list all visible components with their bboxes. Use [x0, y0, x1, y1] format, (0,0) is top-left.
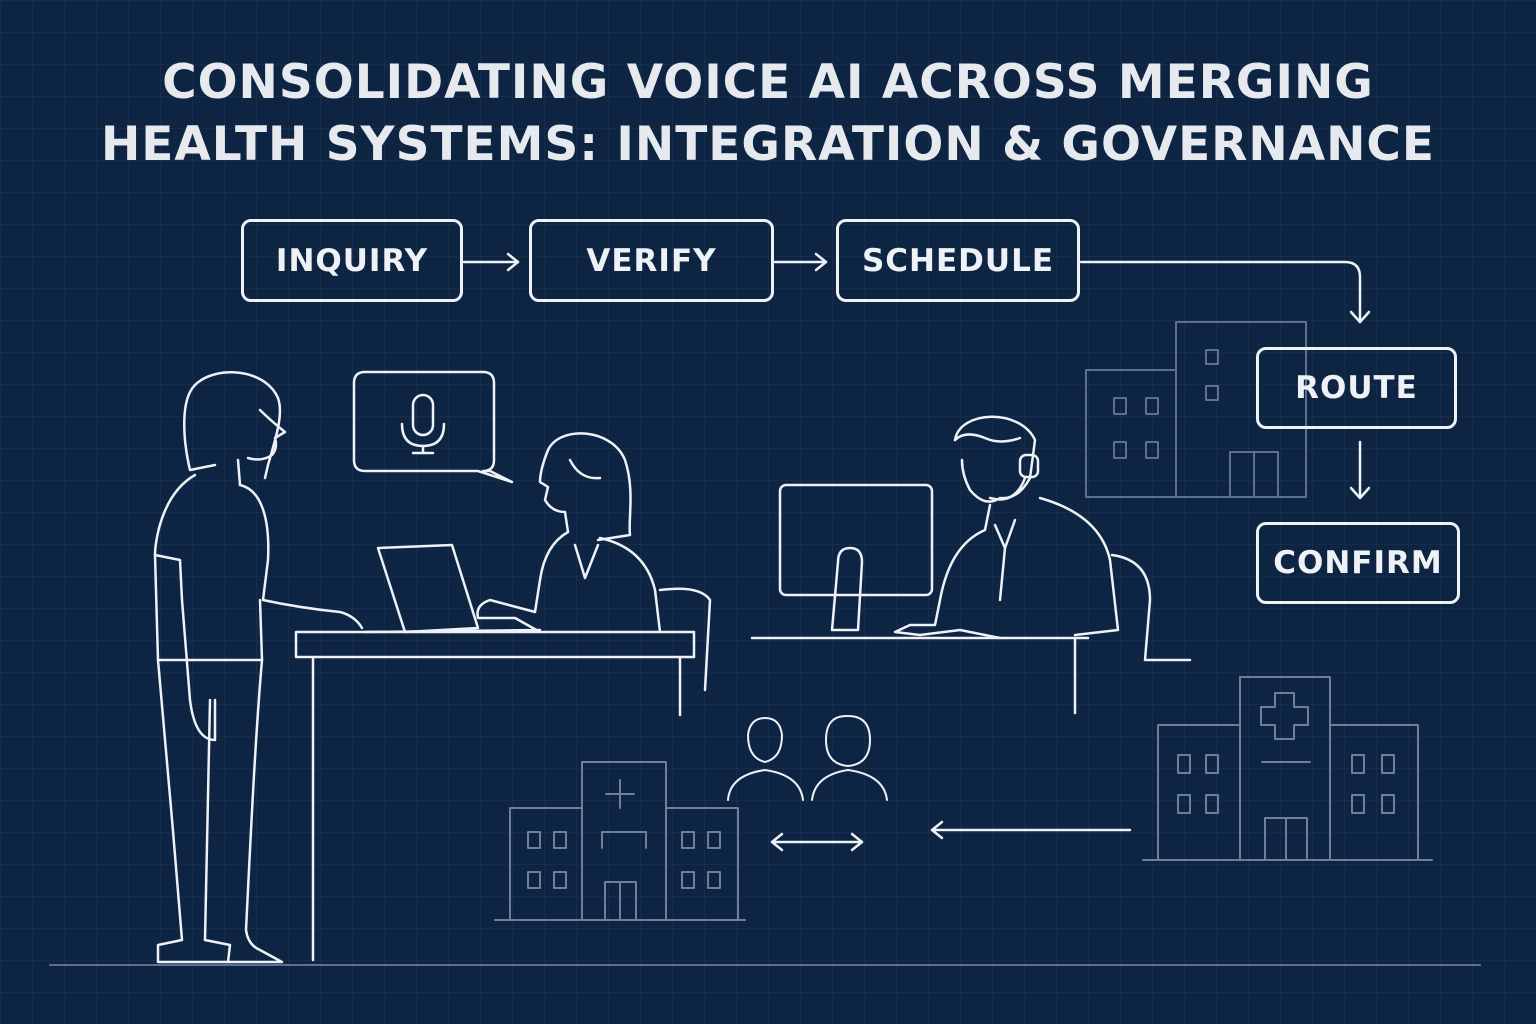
two-people-icon [727, 714, 888, 801]
receptionist-figure [476, 432, 712, 692]
title-line-1: CONSOLIDATING VOICE AI ACROSS MERGING [162, 55, 1374, 110]
arrow-schedule-to-route [1079, 260, 1371, 324]
workflow-step-verify: VERIFY [529, 219, 774, 302]
microphone-icon [400, 393, 446, 455]
left-arrow [930, 820, 1132, 840]
arrow-inquiry-to-verify [462, 252, 520, 272]
hospital-building-lower-right [1142, 676, 1433, 861]
arrow-route-to-confirm [1349, 440, 1371, 500]
standing-woman-figure [153, 371, 364, 964]
flow-arrows [462, 252, 1371, 500]
agent-with-headset-figure [893, 415, 1120, 640]
hospital-icon [494, 761, 746, 921]
page-title: CONSOLIDATING VOICE AI ACROSS MERGING HE… [0, 52, 1536, 176]
reception-desk [294, 630, 696, 962]
arrow-verify-to-schedule [773, 252, 828, 272]
monitor-icon [778, 483, 934, 632]
bidirectional-arrow [770, 832, 864, 852]
workflow-step-inquiry: INQUIRY [241, 219, 463, 302]
agent-desk [750, 553, 1192, 715]
workflow-step-confirm: CONFIRM [1256, 522, 1460, 604]
title-line-2: HEALTH SYSTEMS: INTEGRATION & GOVERNANCE [100, 117, 1436, 172]
laptop-icon [363, 543, 542, 634]
hospital-building-upper-right [1085, 321, 1307, 498]
workflow-step-schedule: SCHEDULE [836, 219, 1080, 302]
speech-bubble-icon [352, 370, 514, 484]
workflow-step-route: ROUTE [1256, 347, 1457, 429]
